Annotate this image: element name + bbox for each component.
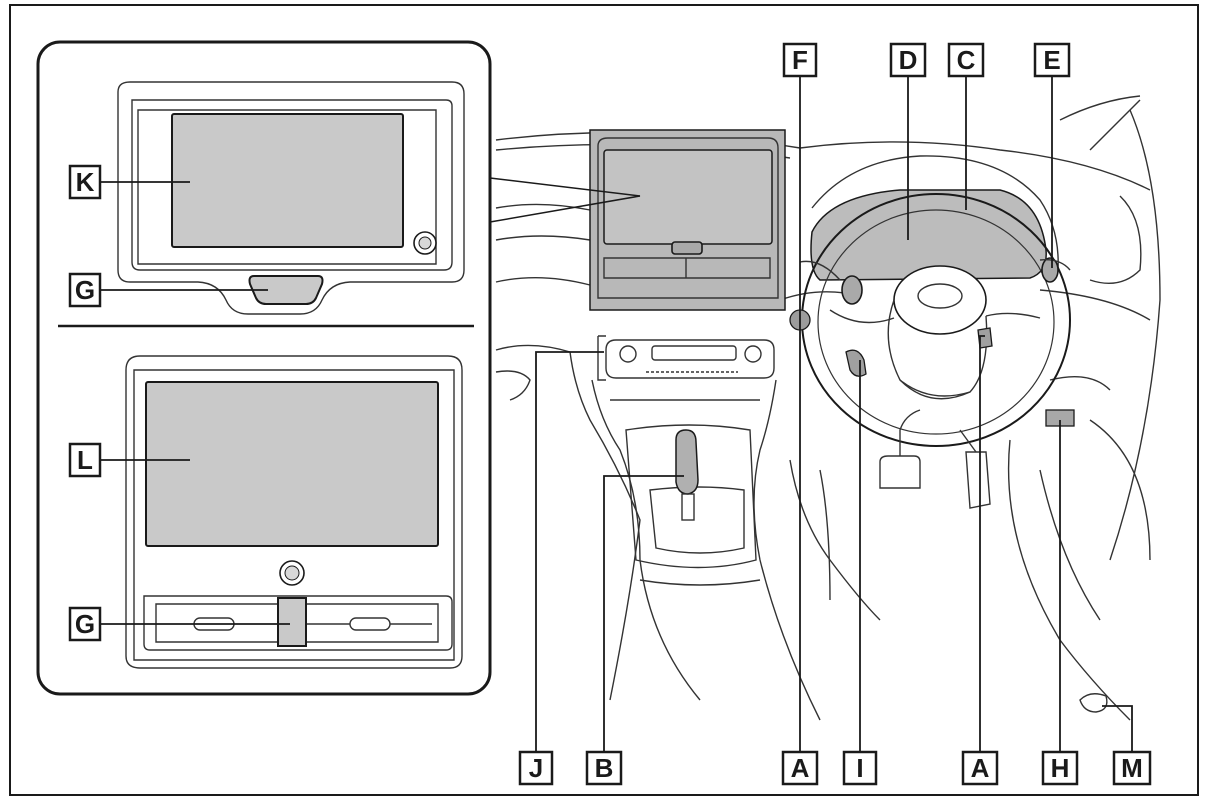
ac-left-dial bbox=[619, 345, 637, 363]
center-display-button bbox=[671, 241, 703, 255]
air-conditioning-panel bbox=[605, 339, 775, 379]
large-display-knob-inner bbox=[284, 565, 300, 581]
callout-labels: K G L G F D C E bbox=[68, 42, 1152, 786]
label-g-top: G bbox=[68, 272, 102, 308]
svg-text:C: C bbox=[957, 45, 976, 75]
large-display-screen bbox=[145, 381, 439, 547]
svg-text:K: K bbox=[76, 167, 95, 197]
small-display-screen bbox=[171, 113, 404, 248]
small-display-knob-inner bbox=[418, 236, 432, 250]
interior-drawing bbox=[489, 95, 1161, 721]
label-b: B bbox=[585, 750, 623, 786]
large-display-unit bbox=[125, 355, 463, 669]
svg-text:E: E bbox=[1043, 45, 1060, 75]
left-stalk bbox=[841, 275, 863, 305]
svg-text:F: F bbox=[792, 45, 808, 75]
steering-wheel-rim-inner bbox=[817, 209, 1055, 435]
ac-right-dial bbox=[744, 345, 762, 363]
label-a-right: A bbox=[961, 750, 999, 786]
svg-text:I: I bbox=[856, 753, 863, 783]
svg-text:M: M bbox=[1121, 753, 1143, 783]
svg-text:D: D bbox=[899, 45, 918, 75]
inset-panel bbox=[36, 40, 492, 696]
small-display-unit bbox=[117, 81, 465, 315]
center-display-screen bbox=[603, 149, 773, 245]
label-f: F bbox=[782, 42, 818, 78]
svg-text:L: L bbox=[77, 445, 93, 475]
svg-text:J: J bbox=[529, 753, 543, 783]
leader-lines bbox=[98, 76, 1133, 752]
brake-pedal bbox=[879, 455, 921, 489]
label-d: D bbox=[889, 42, 927, 78]
steering-wheel-hub bbox=[893, 265, 987, 335]
svg-text:A: A bbox=[791, 753, 810, 783]
label-g-bottom: G bbox=[68, 606, 102, 642]
label-c: C bbox=[947, 42, 985, 78]
outer-frame bbox=[9, 4, 1199, 796]
small-display-button bbox=[248, 275, 324, 305]
steering-left-controls bbox=[845, 349, 867, 377]
svg-text:A: A bbox=[971, 753, 990, 783]
large-display-button bbox=[277, 597, 307, 647]
label-h: H bbox=[1041, 750, 1079, 786]
instrument-cluster bbox=[810, 189, 1047, 281]
label-k: K bbox=[68, 164, 102, 200]
svg-text:G: G bbox=[75, 609, 95, 639]
label-i: I bbox=[842, 750, 878, 786]
right-stalk bbox=[1041, 257, 1059, 283]
accelerator-pedal bbox=[965, 451, 991, 509]
svg-text:H: H bbox=[1051, 753, 1070, 783]
svg-text:G: G bbox=[75, 275, 95, 305]
shift-lever-knob bbox=[675, 429, 699, 495]
ac-display bbox=[651, 345, 737, 361]
label-a-left: A bbox=[781, 750, 819, 786]
label-e: E bbox=[1033, 42, 1071, 78]
svg-text:B: B bbox=[595, 753, 614, 783]
label-j: J bbox=[518, 750, 554, 786]
fuel-filler-lever bbox=[1079, 693, 1108, 713]
label-l: L bbox=[68, 442, 102, 478]
label-m: M bbox=[1112, 750, 1152, 786]
